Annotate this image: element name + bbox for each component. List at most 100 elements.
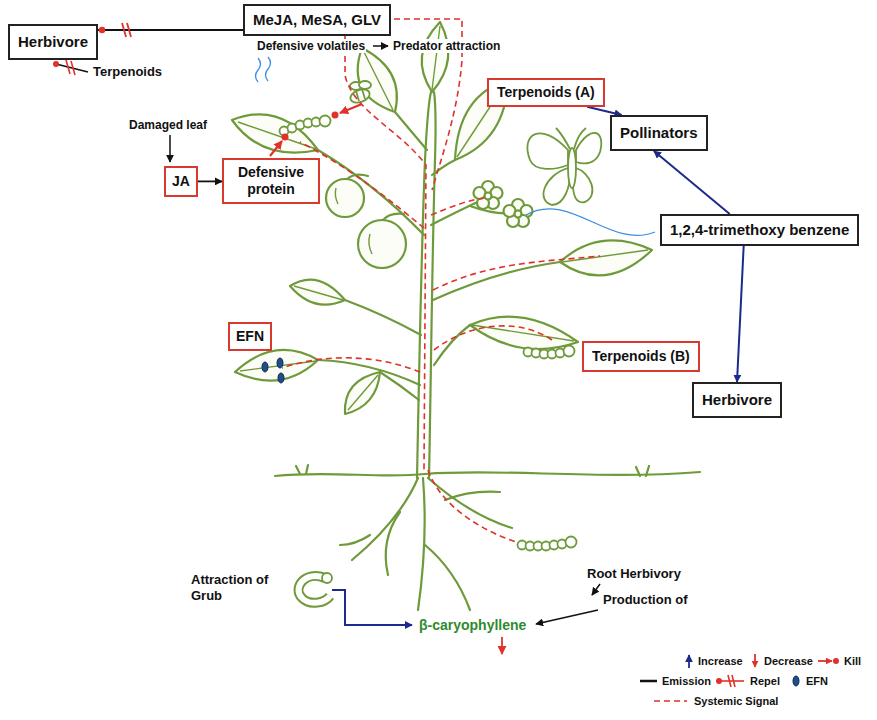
legend-text: EFN	[806, 674, 828, 688]
repel-dot	[53, 61, 59, 67]
legend-symbols	[640, 654, 839, 701]
box-text: EFN	[236, 328, 264, 345]
leaf	[358, 48, 397, 112]
pointer-arrow	[592, 584, 600, 595]
efn-glands	[262, 358, 284, 383]
butterfly-wing	[527, 133, 568, 169]
box-text: JA	[172, 173, 190, 190]
flower-centre	[515, 211, 522, 218]
volatile-wave	[266, 57, 271, 81]
effect-label: Attraction of Grub	[190, 572, 292, 603]
volatile-emissions	[256, 57, 656, 235]
legend-symbol	[689, 655, 690, 668]
box-text: MeJA, MeSA, GLV	[253, 11, 381, 29]
decrease-arrow	[501, 637, 503, 654]
stem-and-branches	[318, 92, 560, 478]
grub-head	[322, 573, 332, 583]
box-text: Herbivore	[18, 33, 88, 51]
increase-symbol	[688, 655, 690, 668]
efn-symbol	[793, 676, 799, 686]
systemic-signal	[434, 326, 552, 350]
branch	[395, 112, 427, 150]
root	[445, 492, 500, 500]
root	[352, 478, 418, 560]
insects	[280, 81, 602, 603]
leaf	[470, 317, 578, 349]
emission-line	[98, 29, 243, 31]
repel-mark	[99, 23, 131, 37]
legend-symbol	[654, 701, 687, 702]
fruit-highlight	[335, 188, 338, 204]
stem	[429, 92, 436, 478]
effect-arrows	[53, 46, 600, 654]
legend-text: Decrease	[764, 654, 813, 668]
fruit	[358, 220, 406, 268]
efn-gland	[262, 362, 268, 372]
bee-wing	[359, 81, 371, 89]
branch	[380, 372, 419, 400]
repel-dot	[716, 678, 722, 684]
midrib	[432, 26, 440, 90]
herbivore-box: Herbivore	[8, 24, 98, 60]
butterfly-wing	[576, 133, 601, 164]
systemic-signal	[345, 36, 426, 470]
branch	[434, 325, 470, 365]
kill-arrow	[270, 141, 282, 156]
compound-label: Terpenoids	[92, 64, 163, 80]
box-text: 1,2,4-trimethoxy benzene	[670, 221, 849, 239]
effect-arrow	[198, 180, 222, 182]
ground-and-roots	[275, 465, 700, 610]
repel-slashes	[122, 23, 131, 37]
repel-symbol	[719, 680, 744, 682]
effect-label: Defensive volatiles	[256, 39, 366, 53]
box-text: Herbivore	[702, 391, 772, 409]
systemic-signal	[428, 470, 516, 542]
increase-arrow	[332, 590, 412, 625]
kill-dot	[833, 658, 839, 664]
damaged-leaf	[232, 114, 318, 152]
caterpillar-head	[320, 116, 331, 127]
volatile-wave	[256, 58, 261, 82]
root-caterpillar-head	[566, 537, 577, 548]
repel-dot	[99, 27, 105, 33]
emission-line	[526, 209, 655, 236]
increase-arrow	[737, 246, 744, 382]
root	[386, 512, 400, 575]
decrease-symbol	[754, 654, 756, 667]
ground-line	[275, 472, 700, 476]
legend-symbol	[793, 676, 799, 686]
systemic-signal	[431, 198, 484, 215]
compound-box: 1,2,4-trimethoxy benzene	[660, 214, 859, 246]
root	[428, 478, 512, 528]
box-text: Terpenoids (B)	[592, 348, 690, 365]
branch	[432, 160, 455, 175]
hormone-box: JA	[164, 166, 198, 197]
leaf	[345, 372, 380, 414]
effect-label: Root Herbivory	[586, 566, 682, 582]
midrib	[562, 250, 648, 262]
systemic-signal	[433, 256, 600, 290]
root	[418, 478, 425, 610]
leaf	[290, 280, 345, 305]
legend-text: Systemic Signal	[694, 694, 778, 708]
kill-symbol	[818, 660, 832, 662]
butterfly-antennae	[556, 128, 586, 149]
effect-label: Predator attraction	[392, 39, 501, 53]
kill-dot	[332, 112, 339, 119]
efn-leaf	[235, 350, 318, 381]
midrib	[294, 286, 343, 300]
systemic-signal	[282, 358, 420, 372]
fruit-highlight	[369, 234, 372, 254]
legend-symbol	[818, 658, 839, 664]
butterfly-wing	[543, 168, 570, 205]
legend-symbol	[755, 654, 756, 667]
box-text: Pollinators	[620, 124, 698, 142]
repel-slashes	[66, 60, 75, 75]
compound-label: β-caryophyllene	[418, 617, 527, 634]
flower-centre	[485, 193, 492, 200]
compound-box: Terpenoids (B)	[582, 341, 700, 372]
kill-dot	[282, 134, 289, 141]
part-label: Damaged leaf	[128, 118, 208, 132]
